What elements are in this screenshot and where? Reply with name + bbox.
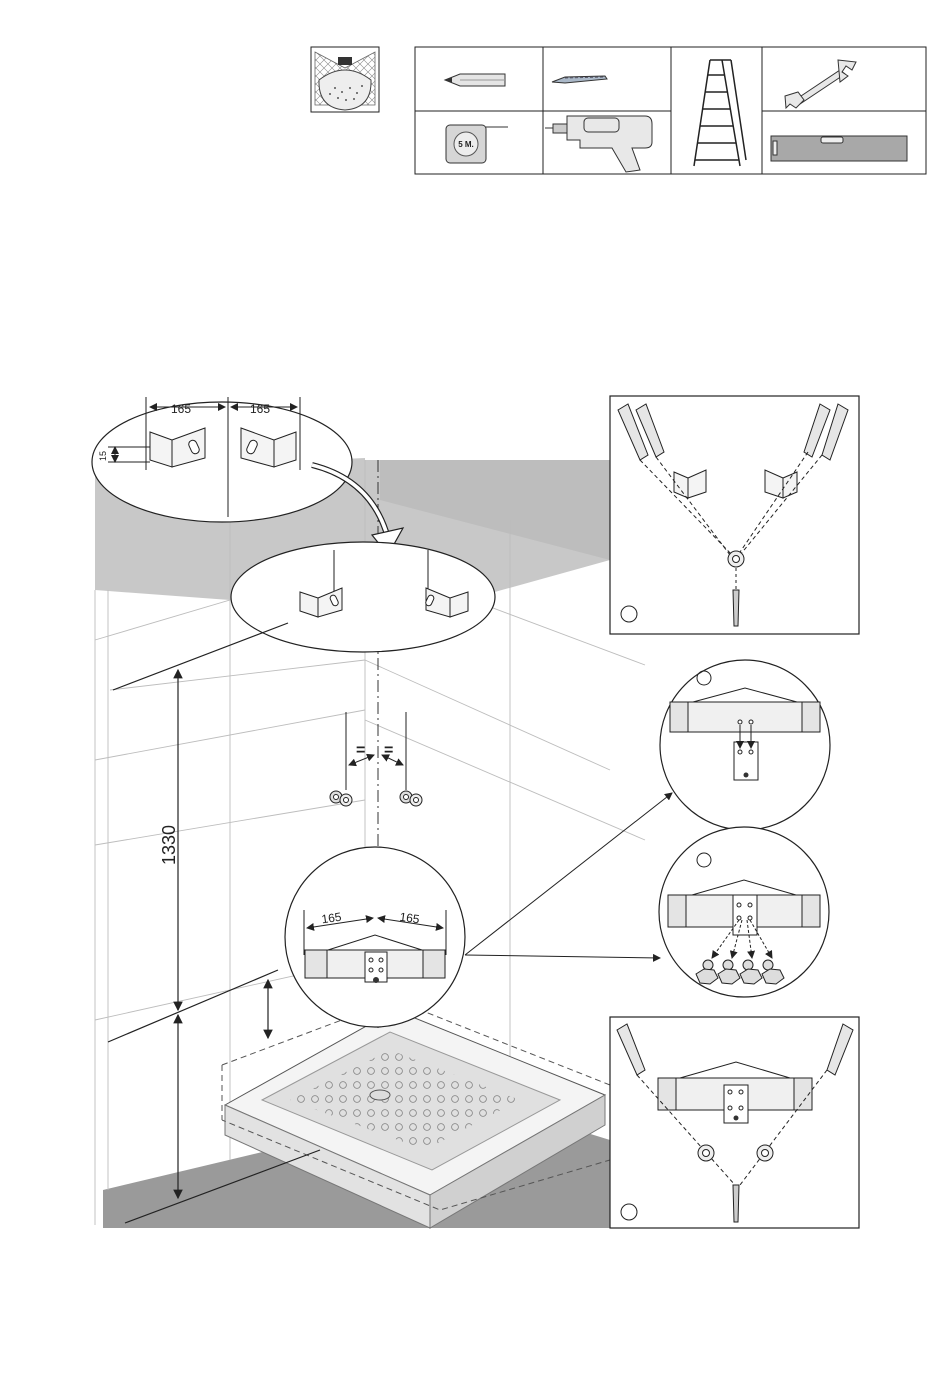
support-bar-circle: 165 165 [285, 793, 672, 1027]
bracket-bolts-step-circle [660, 660, 830, 830]
ladder-icon [694, 60, 746, 166]
wrench-icon [785, 60, 856, 108]
wall-brackets-ellipse [231, 542, 495, 652]
bracket-detail-ellipse: 165 165 15 [92, 397, 352, 522]
bracket-spacing-right-label: 165 [250, 402, 270, 416]
equal-left-label: = [356, 742, 365, 759]
drill-bit-icon [552, 76, 607, 83]
wall-plugs-step-panel [610, 396, 859, 634]
right-nut-washer [400, 791, 422, 806]
electric-drill-icon [545, 116, 652, 172]
equal-spacing-marks: = = [330, 712, 422, 806]
pencil-icon [445, 74, 505, 86]
final-fixing-step-panel [610, 1017, 859, 1228]
bracket-nuts-step-circle [659, 827, 829, 997]
equal-right-label: = [384, 742, 393, 759]
lower-spacing-left-label: 165 [321, 910, 343, 927]
tape-measure-icon: 5 M. [446, 125, 508, 163]
mount-height-label: 1330 [159, 825, 179, 865]
spirit-level-icon [771, 136, 907, 161]
left-nut-washer [330, 791, 352, 806]
shower-area-icon [311, 47, 379, 112]
tape-measure-label: 5 M. [458, 140, 474, 149]
bracket-spacing-left-label: 165 [171, 402, 191, 416]
bracket-offset-label: 15 [98, 451, 108, 461]
lower-spacing-right-label: 165 [399, 910, 421, 927]
